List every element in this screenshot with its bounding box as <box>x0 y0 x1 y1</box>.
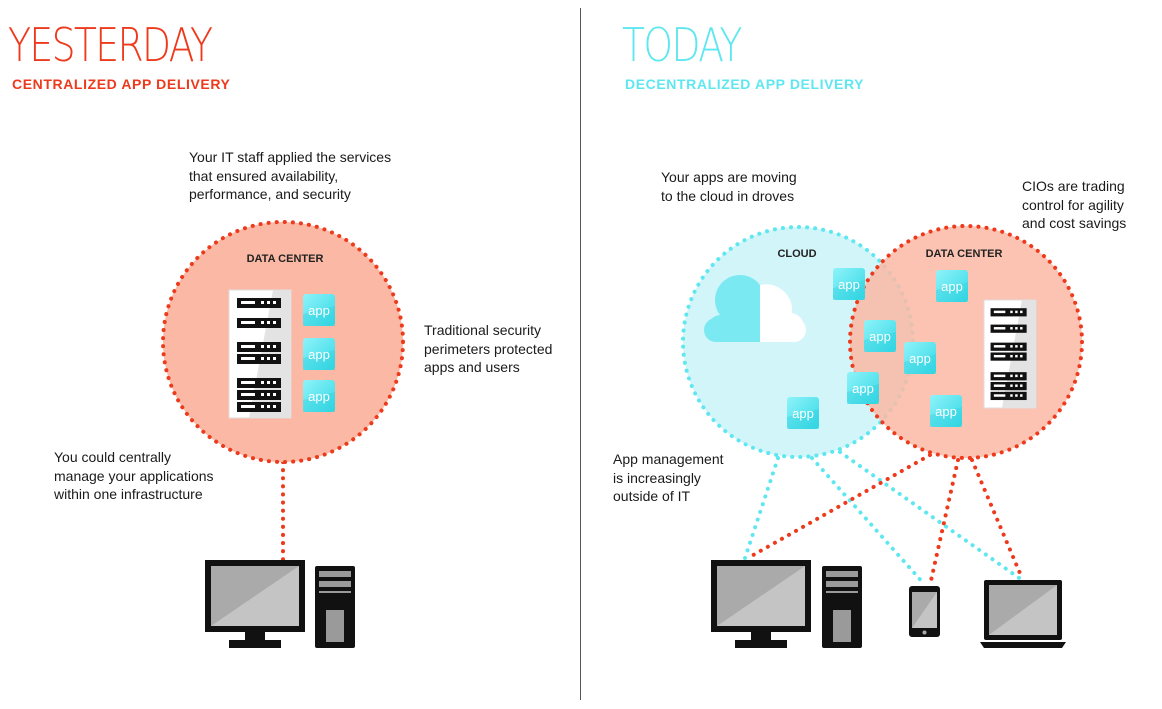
today-subtitle: DECENTRALIZED APP DELIVERY <box>625 76 865 92</box>
desktop-tower-icon <box>822 566 862 648</box>
app-icon: app <box>936 270 968 302</box>
svg-text:app: app <box>909 351 931 366</box>
svg-text:app: app <box>941 279 963 294</box>
smartphone-icon <box>909 586 940 637</box>
note-app-management: App management is increasingly outside o… <box>613 451 724 504</box>
laptop-icon <box>980 580 1066 648</box>
app-icon: app <box>303 380 335 412</box>
data-center-label: DATA CENTER <box>926 248 1003 260</box>
svg-text:app: app <box>869 329 891 344</box>
today-title: TODAY <box>622 18 742 72</box>
cloud-icon <box>704 275 806 342</box>
app-icon: app <box>930 395 962 427</box>
cloud-label: CLOUD <box>777 248 816 260</box>
data-center-label: DATA CENTER <box>247 253 324 265</box>
note-central-management: You could centrally manage your applicat… <box>54 449 214 502</box>
app-icon: app <box>303 338 335 370</box>
desktop-tower-icon <box>315 566 355 648</box>
app-icon: app <box>787 397 819 429</box>
section-divider <box>580 8 581 700</box>
svg-text:app: app <box>308 389 330 404</box>
server-rack-icon <box>983 299 1037 409</box>
app-icon: app <box>904 342 936 374</box>
svg-text:app: app <box>308 347 330 362</box>
svg-text:app: app <box>838 277 860 292</box>
connection-lines <box>743 450 1024 587</box>
yesterday-subtitle: CENTRALIZED APP DELIVERY <box>12 76 231 92</box>
app-icon: app <box>847 372 879 404</box>
svg-text:app: app <box>308 303 330 318</box>
app-icon: app <box>303 294 335 326</box>
svg-text:app: app <box>935 404 957 419</box>
note-cios: CIOs are trading control for agility and… <box>1022 178 1127 231</box>
desktop-monitor-icon <box>205 560 305 648</box>
svg-text:app: app <box>792 406 814 421</box>
note-security-perimeters: Traditional security perimeters protecte… <box>424 322 553 375</box>
desktop-monitor-icon <box>711 560 811 648</box>
yesterday-title: YESTERDAY <box>8 18 213 72</box>
note-it-staff: Your IT staff applied the services that … <box>189 149 392 202</box>
server-rack-icon <box>228 289 292 419</box>
svg-text:app: app <box>852 381 874 396</box>
note-cloud-migration: Your apps are moving to the cloud in dro… <box>661 169 797 204</box>
app-icon: app <box>864 320 896 352</box>
app-icon: app <box>833 268 865 300</box>
